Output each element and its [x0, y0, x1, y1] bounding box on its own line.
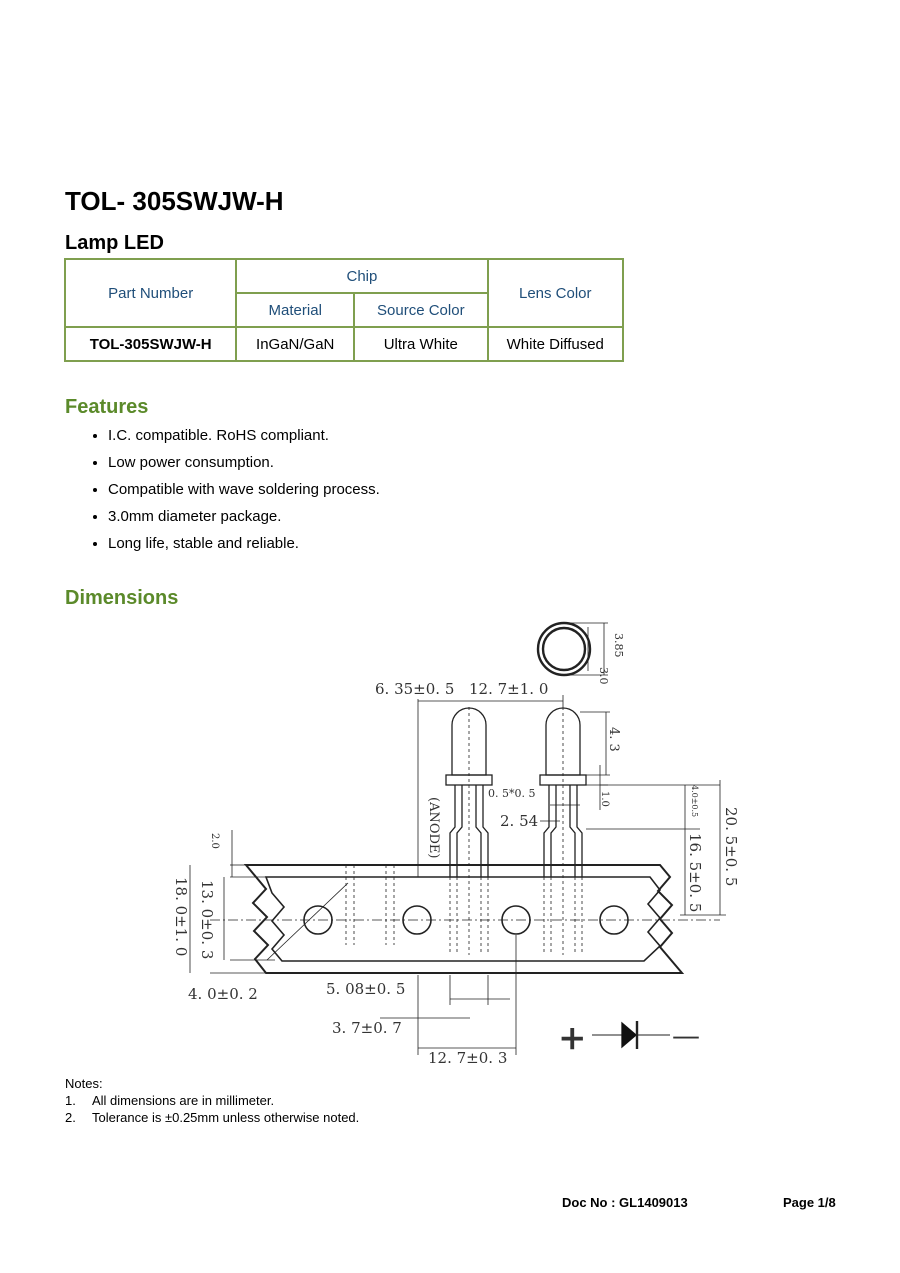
- note-number: 2.: [65, 1110, 76, 1125]
- dim-label: 2.0: [209, 833, 220, 849]
- dim-label: 4.0±0.5: [690, 785, 699, 817]
- table-row: TOL-305SWJW-H InGaN/GaN Ultra White Whit…: [63, 326, 625, 362]
- list-item: I.C. compatible. RoHS compliant.: [108, 426, 380, 453]
- dim-label: 12. 7±0. 3: [428, 1049, 507, 1067]
- dim-label: 12. 7±1. 0: [469, 680, 548, 698]
- header-lens-color: Lens Color: [486, 258, 625, 328]
- dim-label: 5. 08±0. 5: [326, 980, 405, 998]
- list-item: Low power consumption.: [108, 453, 380, 480]
- notes: Notes: 1. All dimensions are in millimet…: [65, 1075, 359, 1126]
- cell-material: InGaN/GaN: [235, 326, 356, 362]
- page-title: TOL- 305SWJW-H: [65, 186, 284, 216]
- dimensions-heading: Dimensions: [65, 587, 179, 609]
- dim-label: 3. 7±0. 7: [332, 1019, 402, 1037]
- dim-label: 0. 5*0. 5: [488, 787, 535, 800]
- dimensions-drawing: 3.0 3.85 6. 35±0. 5 12. 7±1. 0 4. 3 1.0 …: [172, 621, 740, 1067]
- features-list: I.C. compatible. RoHS compliant. Low pow…: [90, 426, 380, 561]
- note-text: Tolerance is ±0.25mm unless otherwise no…: [92, 1110, 360, 1125]
- note-item: 2. Tolerance is ±0.25mm unless otherwise…: [65, 1109, 359, 1126]
- list-item: 3.0mm diameter package.: [108, 507, 380, 534]
- dim-label: 1.0: [599, 791, 610, 807]
- dim-label: 3.0: [597, 667, 610, 685]
- dim-label: 4. 0±0. 2: [188, 985, 258, 1003]
- cell-lens-color: White Diffused: [486, 326, 625, 362]
- dim-label: 20. 5±0. 5: [722, 807, 740, 886]
- plus-sign: +: [558, 1018, 587, 1058]
- dim-label: 13. 0±0. 3: [198, 880, 216, 959]
- doc-number: Doc No : GL1409013: [562, 1195, 688, 1210]
- notes-heading: Notes:: [65, 1076, 103, 1091]
- header-chip: Chip: [235, 258, 489, 294]
- minus-sign: —: [672, 1019, 700, 1052]
- header-part-number: Part Number: [63, 258, 238, 328]
- header-source-color: Source Color: [353, 292, 489, 328]
- dim-label: 18. 0±1. 0: [172, 877, 190, 956]
- cell-source-color: Ultra White: [353, 326, 489, 362]
- list-item: Long life, stable and reliable.: [108, 534, 380, 561]
- page-subtitle: Lamp LED: [65, 232, 164, 254]
- dim-label: 2. 54: [500, 812, 538, 830]
- spec-table: Part Number Chip Lens Color Material Sou…: [63, 258, 625, 362]
- page-number: Page 1/8: [783, 1195, 836, 1210]
- note-item: 1. All dimensions are in millimeter.: [65, 1092, 359, 1109]
- dim-label: 4. 3: [606, 727, 621, 752]
- anode-label: (ANODE): [426, 797, 441, 858]
- dim-label: 16. 5±0. 5: [686, 833, 704, 912]
- dim-label: 3.85: [612, 633, 625, 658]
- header-material: Material: [235, 292, 356, 328]
- note-number: 1.: [65, 1093, 76, 1108]
- features-heading: Features: [65, 396, 149, 418]
- cell-part-number: TOL-305SWJW-H: [63, 326, 238, 362]
- list-item: Compatible with wave soldering process.: [108, 480, 380, 507]
- note-text: All dimensions are in millimeter.: [92, 1093, 275, 1108]
- dim-label: 6. 35±0. 5: [375, 680, 454, 698]
